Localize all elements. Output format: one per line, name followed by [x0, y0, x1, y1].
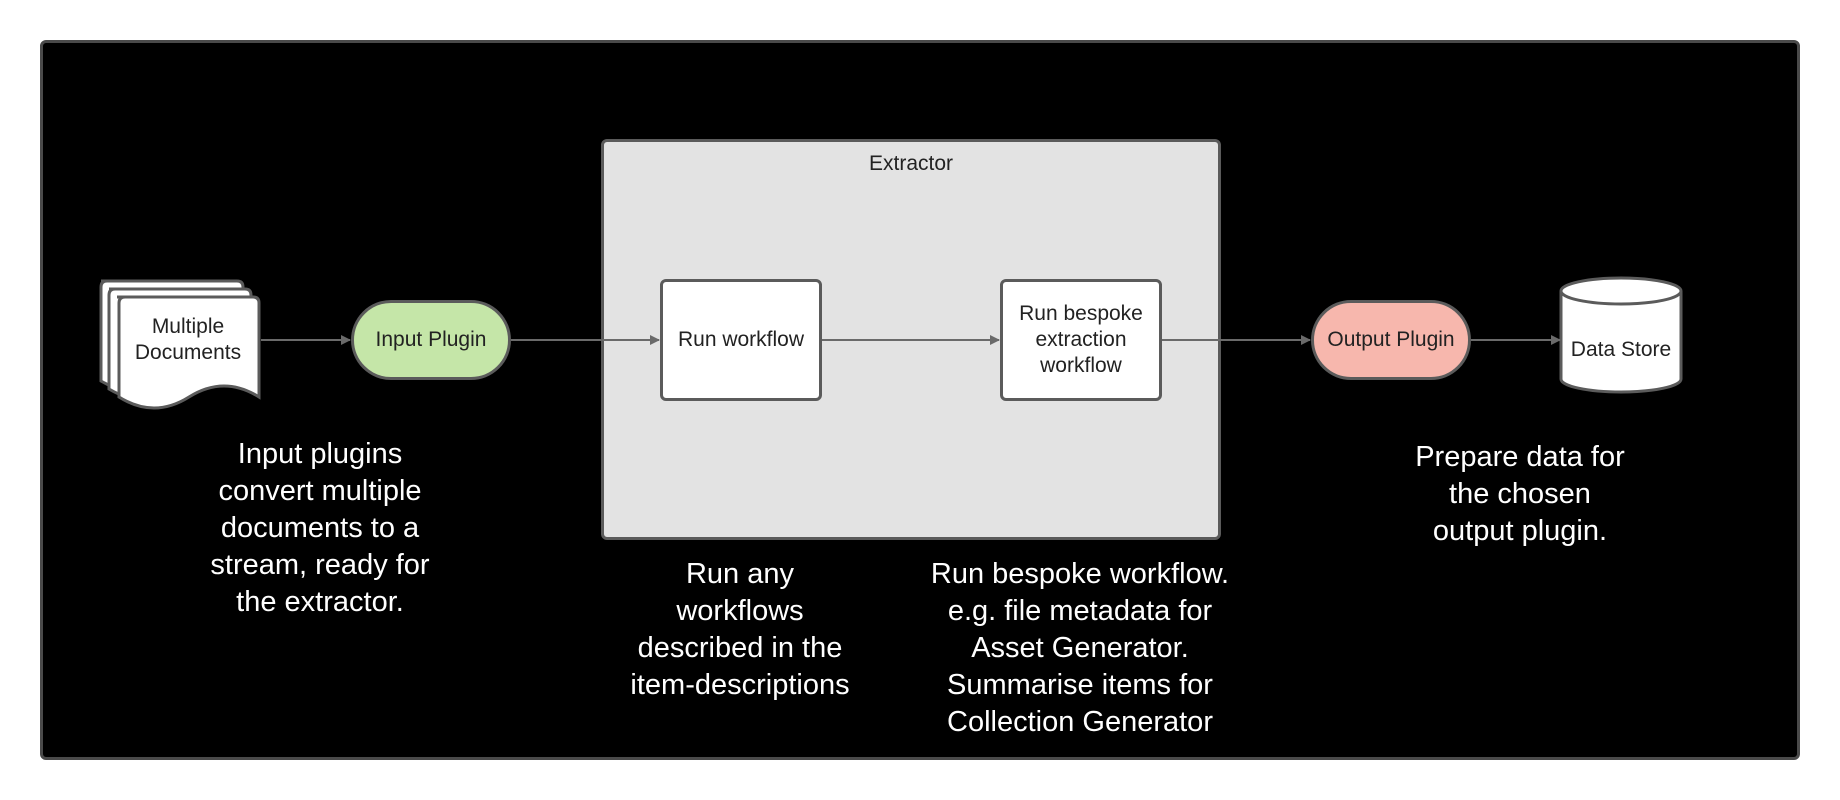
- run-workflow-node: Run workflow: [660, 279, 822, 401]
- extractor-title: Extractor: [868, 152, 954, 175]
- caption-input-plugins: Input plugins convert multiple documents…: [210, 438, 430, 618]
- caption-run-workflows: Run any workflows described in the item-…: [630, 558, 850, 701]
- documents-label: Multiple Documents: [134, 314, 242, 364]
- data-store-label: Data Store: [1570, 337, 1672, 361]
- data-store-node: Data Store: [1561, 310, 1681, 390]
- input-plugin-node: Input Plugin: [351, 300, 511, 380]
- caption-output-plugin: Prepare data for the chosen output plugi…: [1415, 441, 1625, 547]
- bespoke-workflow-label: Run bespoke extraction workflow: [1019, 301, 1143, 378]
- output-plugin-label: Output Plugin: [1327, 327, 1455, 351]
- output-plugin-node: Output Plugin: [1311, 300, 1471, 380]
- run-workflow-label: Run workflow: [677, 327, 805, 351]
- bespoke-workflow-node: Run bespoke extraction workflow: [1000, 279, 1162, 401]
- documents-node: Multiple Documents: [119, 300, 257, 380]
- input-plugin-label: Input Plugin: [375, 327, 487, 351]
- caption-bespoke-workflow: Run bespoke workflow. e.g. file metadata…: [930, 558, 1230, 738]
